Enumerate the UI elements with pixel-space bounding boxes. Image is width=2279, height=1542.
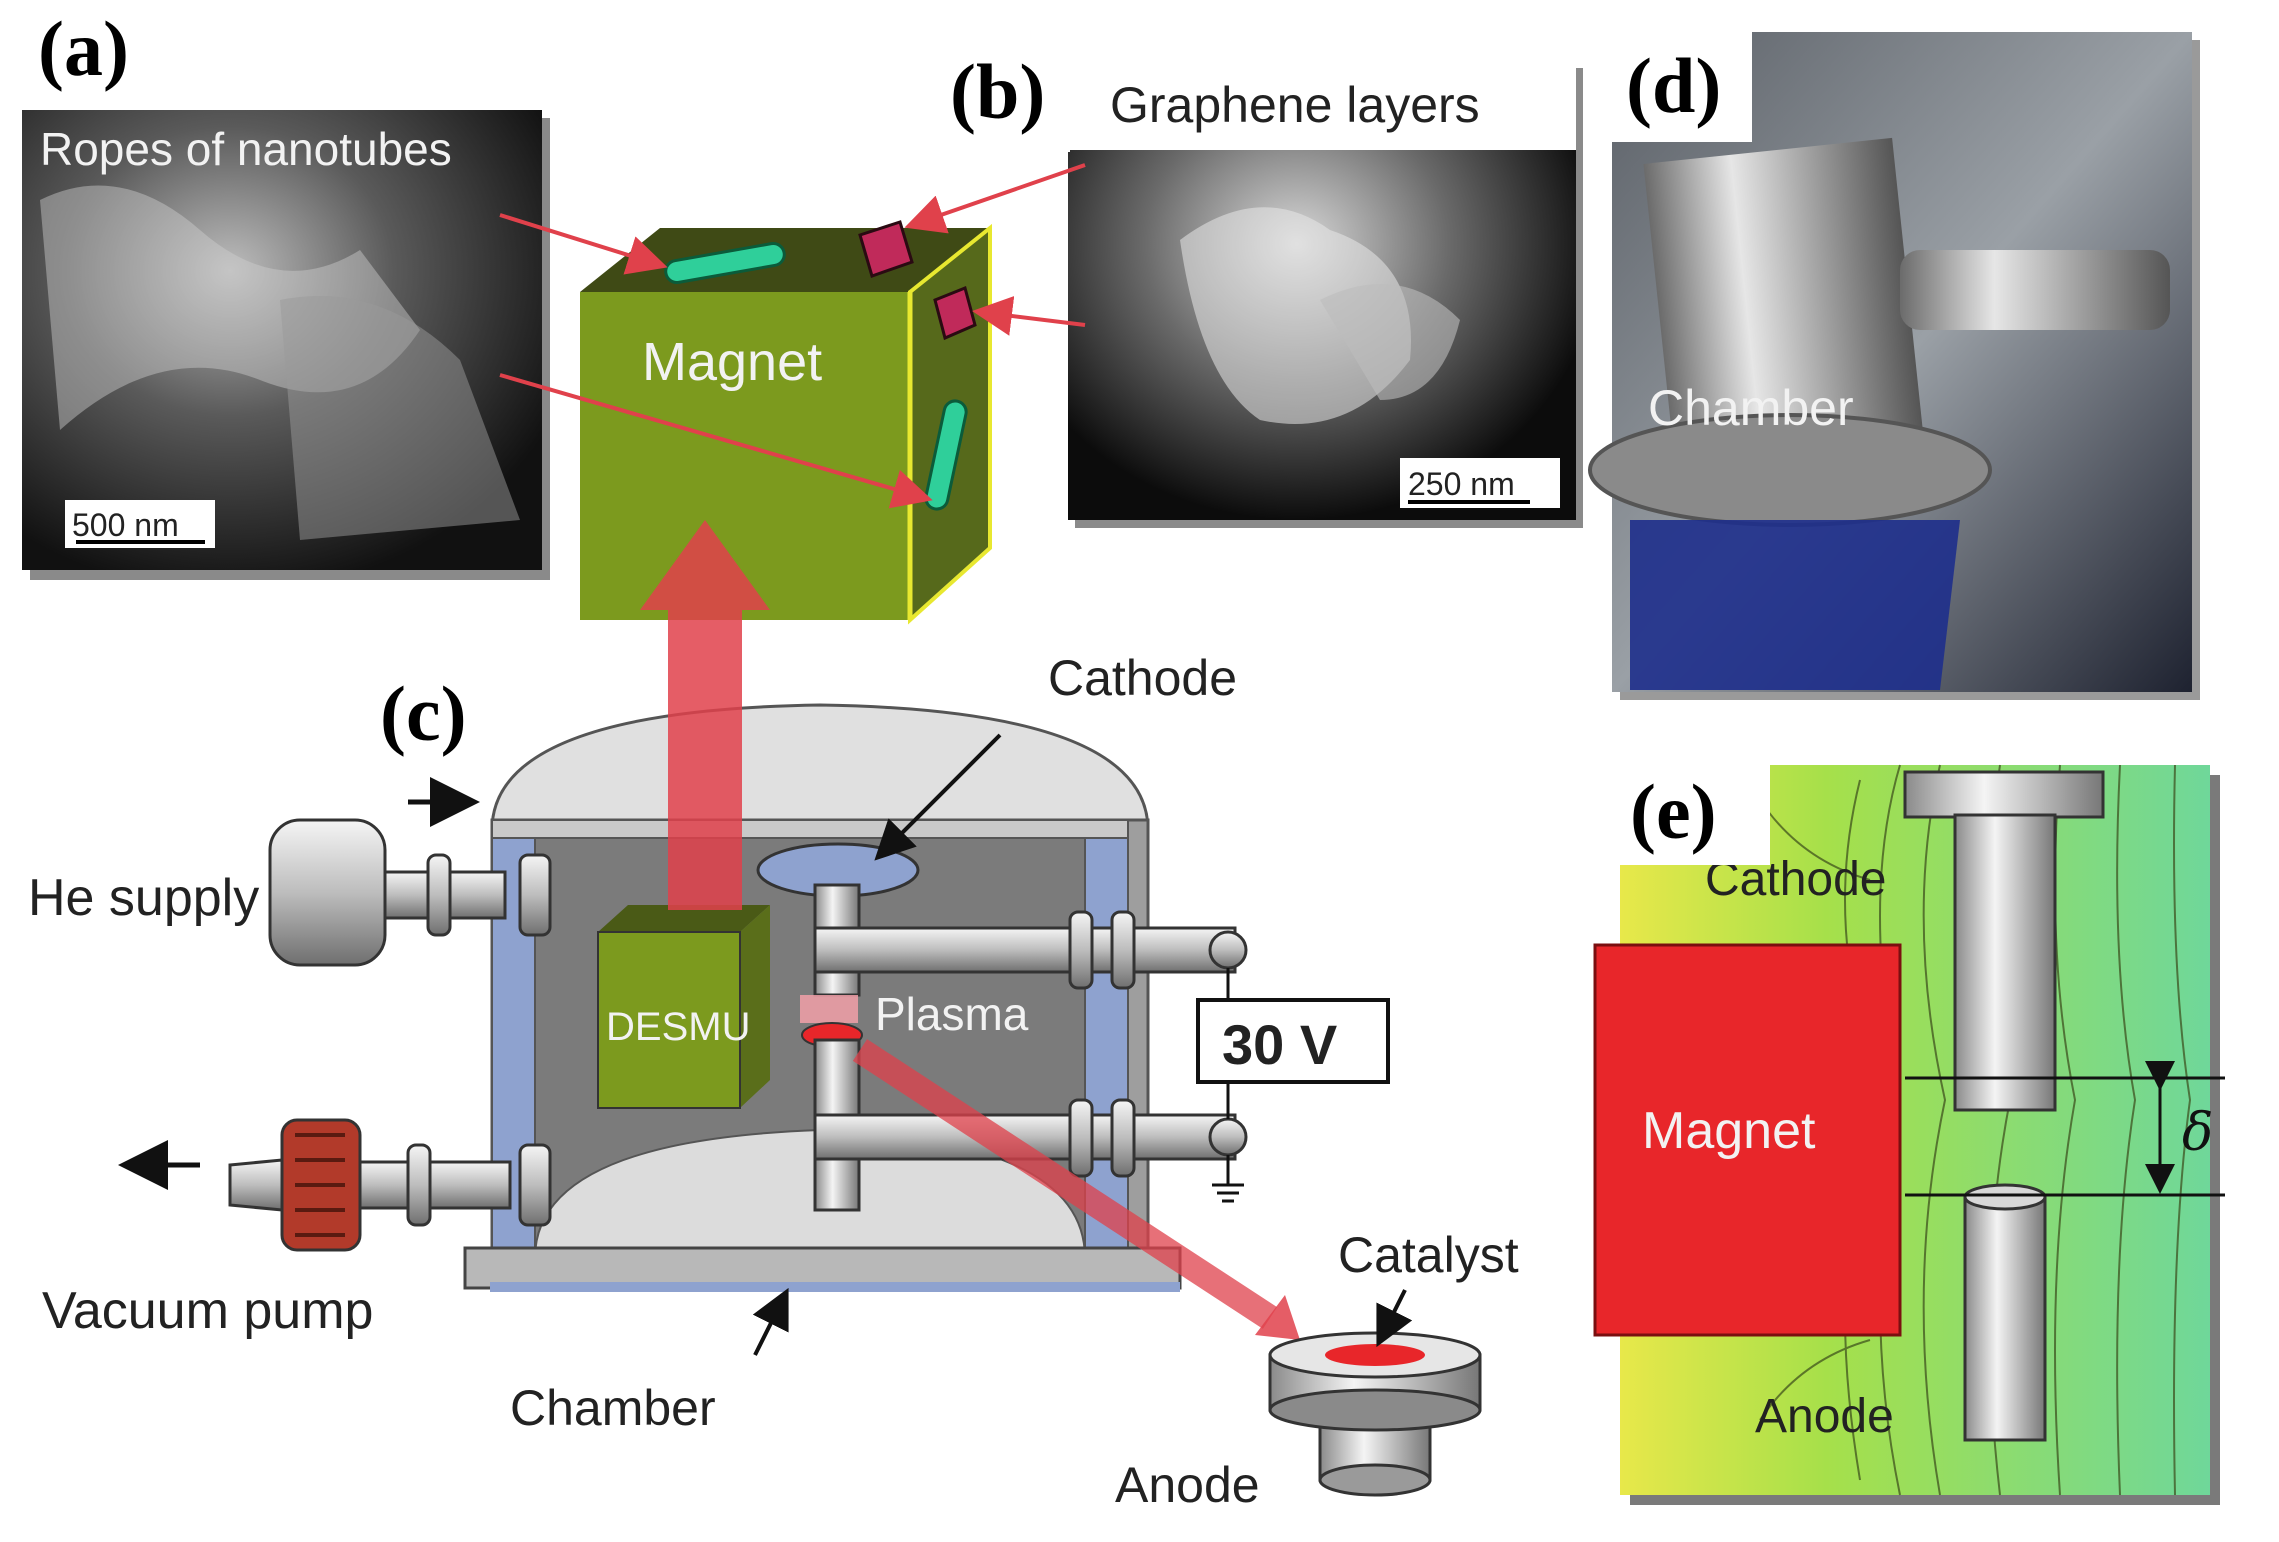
- panel-b: Graphene layers 250 nm (b): [950, 48, 1583, 528]
- chamber-dome: [490, 703, 1150, 832]
- photo-chamber-cylinder: [1643, 137, 1927, 493]
- field-magnet: [1593, 943, 1902, 1337]
- panel-c-letter: (c): [380, 670, 467, 757]
- panel-b-scale: 250 nm: [1408, 466, 1515, 502]
- panel-e-letter: (e): [1630, 768, 1717, 855]
- pointer-arrows: [499, 163, 1086, 509]
- panel-a: Ropes of nanotubes 500 nm (a): [22, 5, 550, 580]
- catalyst-label: Catalyst: [1338, 1227, 1519, 1283]
- vacuum-pump-outlet: [118, 1118, 552, 1252]
- panel-d-caption: Chamber: [1648, 380, 1854, 436]
- field-cathode-cap: [1903, 770, 2105, 819]
- field-magnet-label: Magnet: [1642, 1102, 1816, 1160]
- field-cathode-rod: [1953, 813, 2057, 1112]
- panel-a-caption: Ropes of nanotubes: [40, 123, 452, 175]
- chamber-label: Chamber: [510, 1380, 716, 1436]
- field-anode-rod: [1963, 1193, 2047, 1442]
- field-contours: [1759, 764, 2192, 1496]
- anode-label: Anode: [1115, 1457, 1260, 1513]
- he-supply-inlet: [268, 777, 552, 967]
- graphene-deposit: [858, 220, 914, 278]
- gap-delta-label: δ: [2182, 1103, 2213, 1163]
- field-anode-label: Anode: [1755, 1390, 1894, 1443]
- desmu-to-magnet-arrow: [640, 520, 770, 910]
- panel-d: Chamber (d): [1588, 32, 2200, 700]
- magnet-cube-front: [580, 292, 910, 620]
- vacuum-pump-label: Vacuum pump: [42, 1282, 373, 1340]
- he-supply-label: He supply: [28, 869, 259, 927]
- plasma-region: [800, 995, 858, 1023]
- anode-zoom-arrow: [852, 1039, 1278, 1329]
- photo-blue-frame: [1630, 520, 1960, 690]
- plasma-label: Plasma: [875, 988, 1029, 1040]
- catalyst-spot: [1325, 1344, 1425, 1366]
- nanotube-deposit: [924, 399, 968, 511]
- magnet-label: Magnet: [642, 332, 822, 392]
- panel-a-scale: 500 nm: [72, 507, 179, 543]
- scale-bar-box: [1400, 458, 1560, 508]
- magnet-cube: Magnet: [580, 220, 992, 625]
- photo-side-tube: [1900, 250, 2170, 330]
- panel-e: Magnet δ Cathode Anode (e): [1593, 764, 2225, 1505]
- panel-b-caption: Graphene layers: [1110, 77, 1480, 133]
- panel-b-caption-bg: [1068, 60, 1576, 150]
- voltage-label: 30 V: [1222, 1013, 1337, 1076]
- desmu-cube: DESMU: [597, 905, 770, 1109]
- cathode-label: Cathode: [1048, 650, 1237, 706]
- power-supply: 30 V: [1196, 968, 1390, 1203]
- panel-c: He supply Vacuum pump DESMU: [28, 520, 1519, 1513]
- enlarged-anode: [1268, 1331, 1482, 1497]
- panel-a-letter: (a): [38, 5, 129, 92]
- panel-b-letter: (b): [950, 48, 1045, 135]
- panel-d-letter: (d): [1626, 42, 1721, 129]
- desmu-label: DESMU: [606, 1005, 750, 1049]
